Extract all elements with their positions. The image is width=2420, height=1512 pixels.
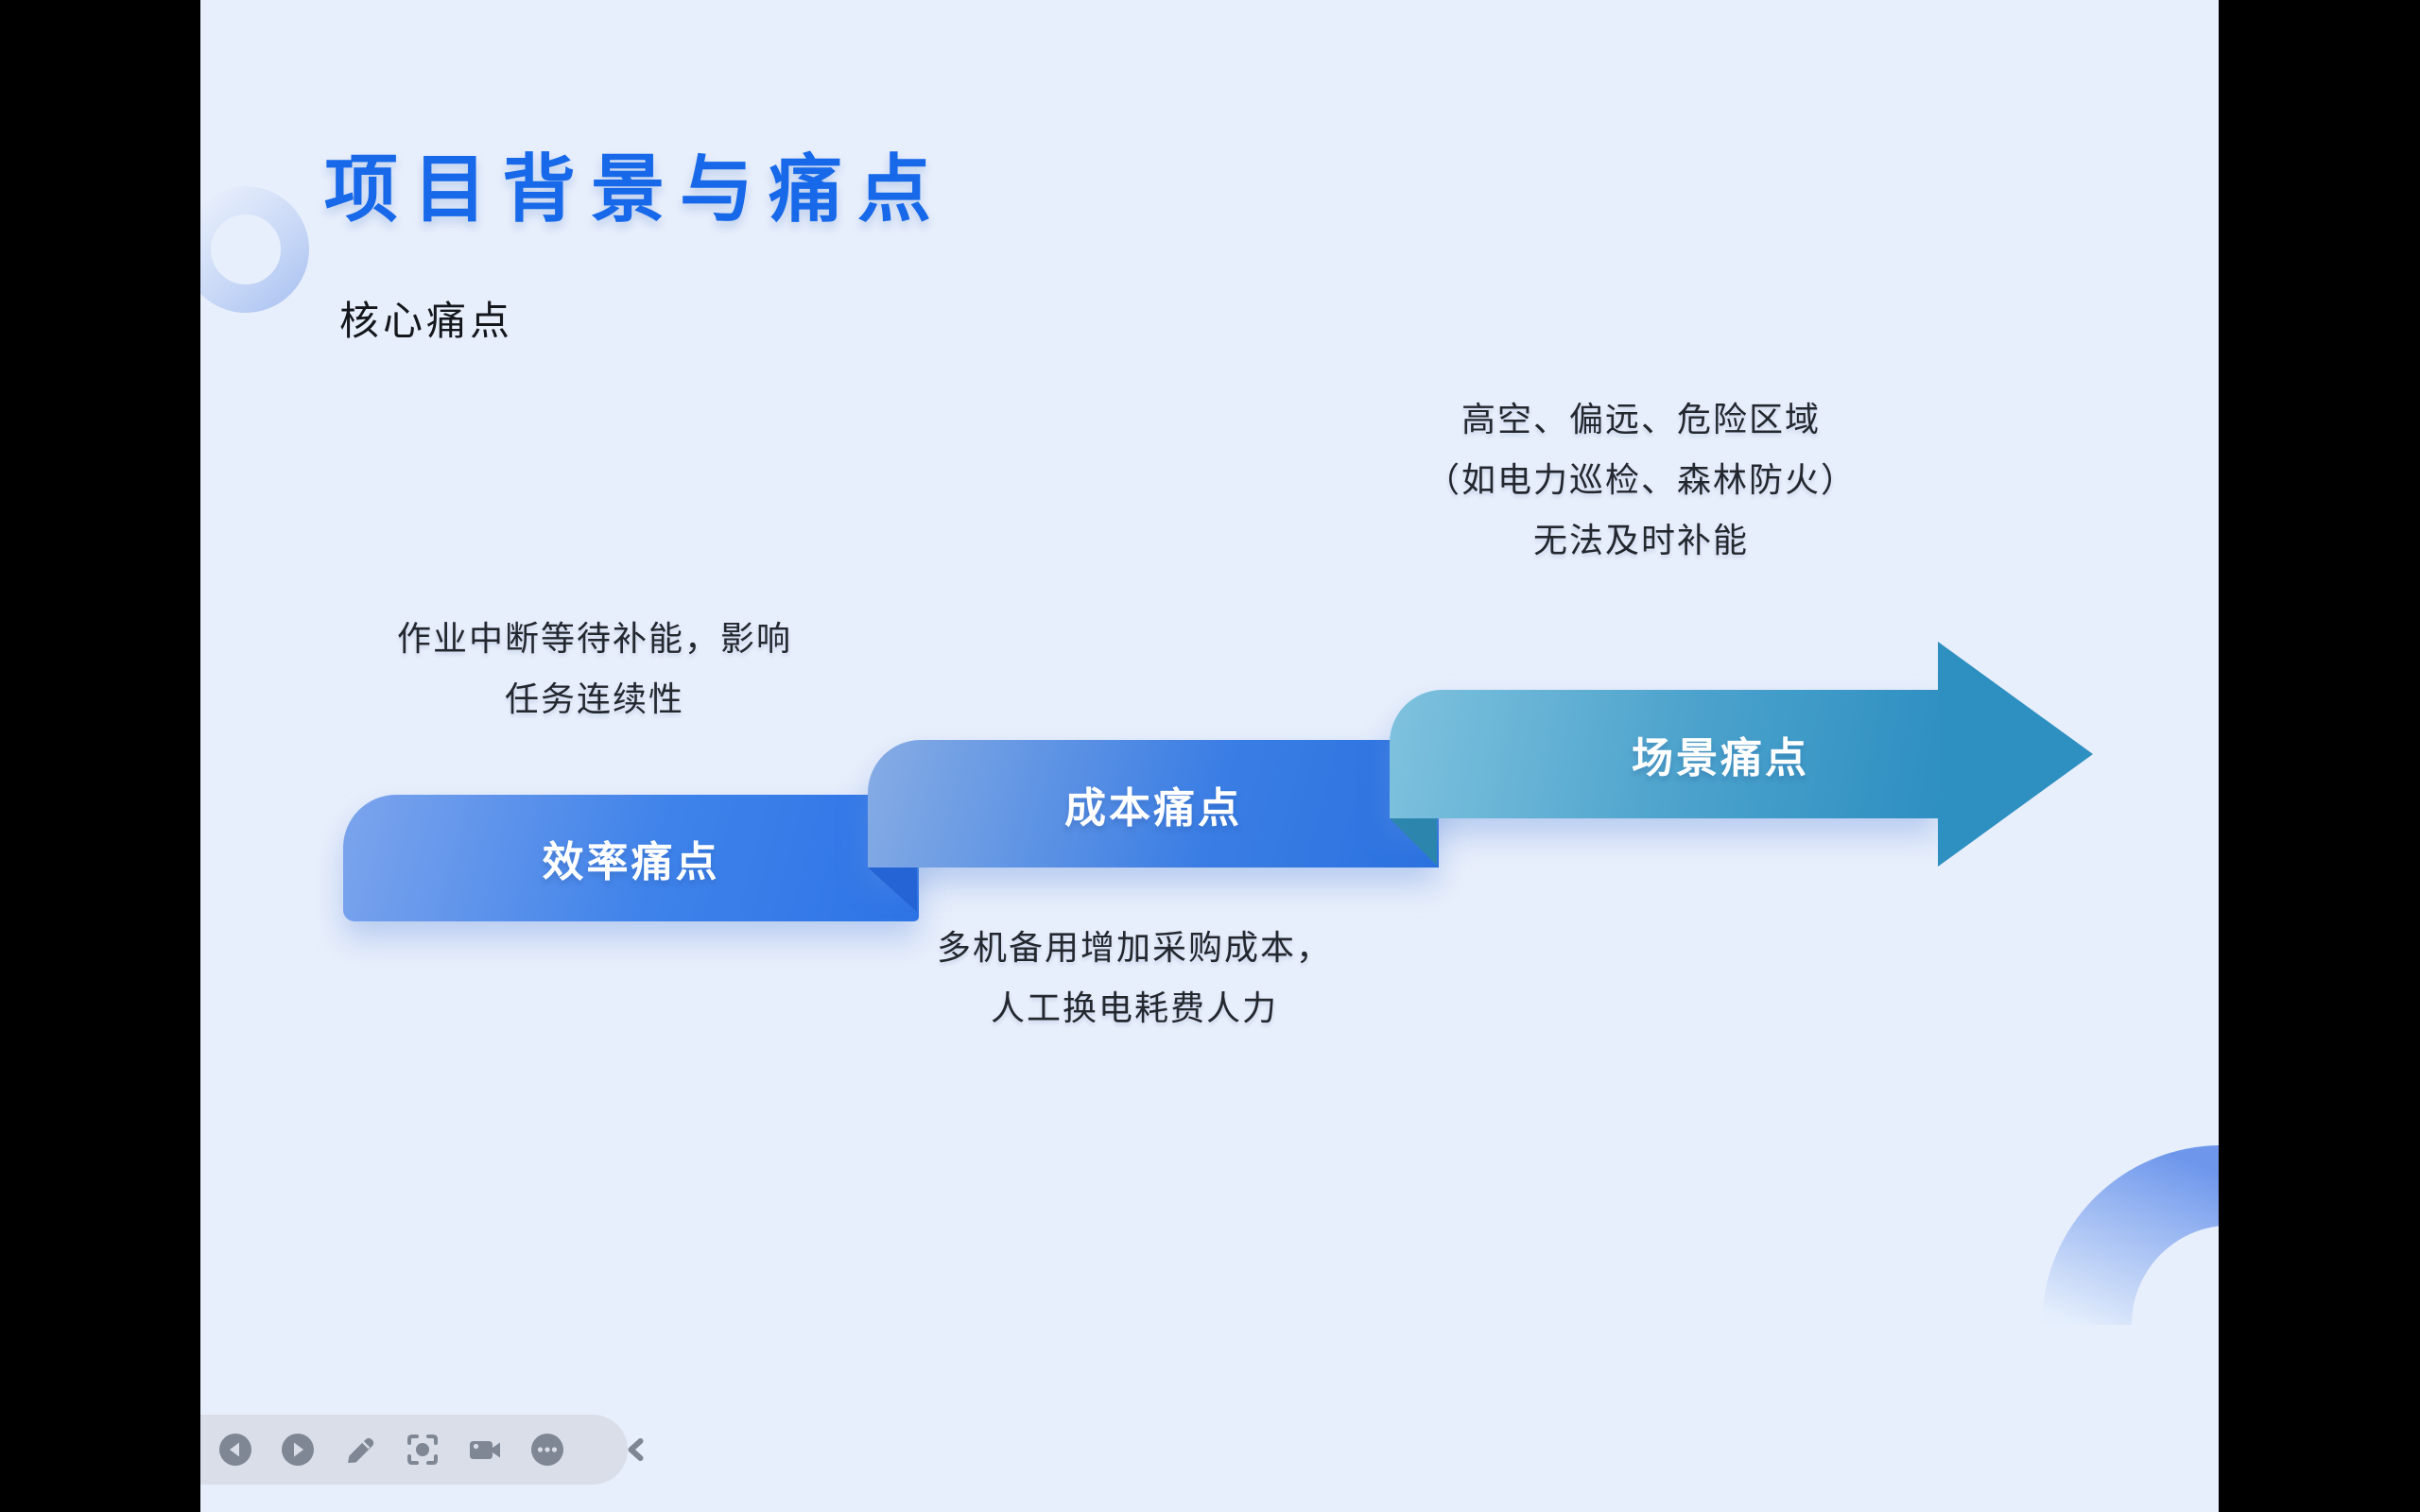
- screenshot-capture-button[interactable]: [405, 1432, 441, 1468]
- presenter-toolbar: [200, 1415, 644, 1485]
- ribbon-scenario-body: [1390, 690, 1939, 818]
- section-subtitle: 核心痛点: [339, 301, 514, 344]
- ribbon-cost: [868, 740, 1439, 868]
- play-icon: [282, 1434, 314, 1466]
- ribbon-efficiency: [343, 795, 919, 921]
- more-options-icon: [531, 1434, 563, 1466]
- chevron-left-icon: [628, 1438, 644, 1461]
- note-scenario: 高空、偏远、危险区域 （如电力巡检、森林防火） 无法及时补能: [1282, 389, 2000, 571]
- ribbon-label-scenario: 场景痛点: [1632, 735, 1809, 782]
- note-efficiency: 作业中断等待补能，影响 任务连续性: [302, 609, 888, 730]
- page-title: 项目背景与痛点: [324, 147, 947, 231]
- ribbon-label-cost: 成本痛点: [1064, 784, 1242, 832]
- note-line: 高空、偏远、危险区域: [1461, 400, 1821, 438]
- previous-slide-button[interactable]: [217, 1432, 253, 1468]
- note-line: 无法及时补能: [1532, 521, 1749, 559]
- note-line: 人工换电耗费人力: [990, 988, 1278, 1027]
- note-line: 作业中断等待补能，影响: [396, 619, 792, 658]
- note-line: 任务连续性: [504, 679, 684, 718]
- ribbon-label-efficiency: 效率痛点: [542, 839, 720, 885]
- note-line: （如电力巡检、森林防火）: [1425, 460, 1857, 499]
- collapse-toolbar-button[interactable]: [618, 1432, 654, 1468]
- play-button[interactable]: [280, 1432, 316, 1468]
- record-video-icon: [470, 1441, 500, 1459]
- previous-slide-icon: [219, 1434, 251, 1466]
- screenshot-capture-icon: [407, 1435, 438, 1465]
- ring-decoration-top-left: [200, 186, 309, 313]
- record-video-button[interactable]: [467, 1432, 503, 1468]
- note-cost: 多机备用增加采购成本， 人工换电耗费人力: [775, 918, 1494, 1039]
- note-line: 多机备用增加采购成本，: [936, 928, 1332, 967]
- edit-pen-icon: [348, 1437, 374, 1463]
- presentation-slide: 项目背景与痛点 核心痛点 高空、偏远、危险区域 （如电力巡检、森林防火） 无法及…: [200, 0, 2219, 1512]
- edit-pen-button[interactable]: [342, 1432, 378, 1468]
- ring-decoration-bottom-right: [2042, 1145, 2219, 1325]
- more-options-button[interactable]: [529, 1432, 565, 1468]
